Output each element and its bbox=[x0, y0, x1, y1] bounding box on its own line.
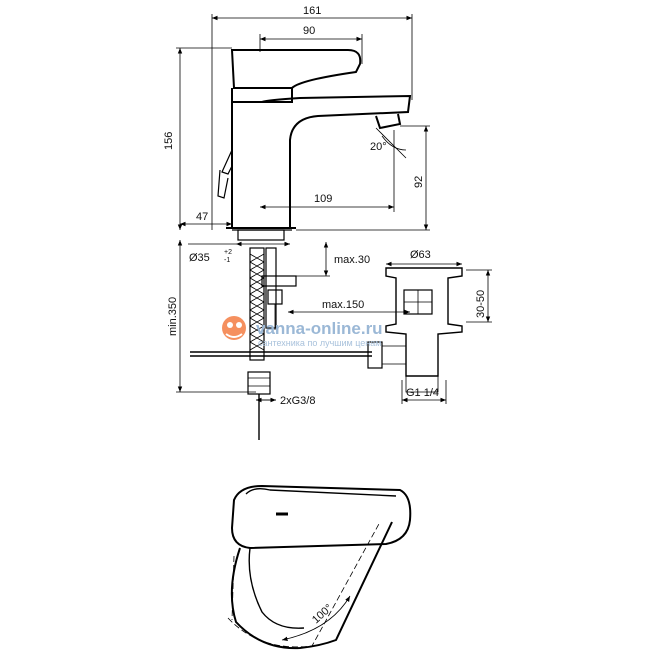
fixing-nut bbox=[261, 275, 297, 287]
dim-max-150: max.150 bbox=[322, 299, 364, 311]
dim-161: 161 bbox=[303, 5, 321, 17]
lever-angle-label: 100° bbox=[310, 602, 335, 626]
aerator bbox=[375, 113, 402, 130]
dim-min-350: min.350 bbox=[167, 297, 179, 336]
faucet-side-view bbox=[217, 49, 412, 241]
dim-hose-thread: 2xG3/8 bbox=[280, 395, 315, 407]
dimension-lines: 161 90 156 92 109 47 Ø35 +2 -1 max.30 bbox=[163, 5, 492, 407]
dim-156: 156 bbox=[163, 132, 175, 150]
waste-assembly bbox=[367, 267, 463, 393]
dim-hole-diameter: Ø35 bbox=[189, 252, 210, 264]
popup-rod bbox=[221, 149, 233, 175]
watermark-logo-icon bbox=[222, 316, 246, 340]
lever-swing-path bbox=[227, 521, 381, 648]
flex-hose bbox=[249, 247, 265, 361]
lever-handle bbox=[230, 49, 362, 89]
installation-parts bbox=[190, 247, 372, 440]
dim-92: 92 bbox=[413, 176, 425, 188]
spout-angle-label: 20° bbox=[370, 141, 387, 153]
hose-connector bbox=[247, 371, 271, 395]
base-plate bbox=[237, 229, 285, 241]
spout-angle: 20° bbox=[370, 127, 407, 159]
waste-overflow-port bbox=[367, 341, 383, 369]
dim-109: 109 bbox=[314, 193, 332, 205]
dim-90: 90 bbox=[303, 25, 315, 37]
dim-hole-tol-plus: +2 bbox=[224, 249, 232, 256]
popup-knob bbox=[217, 169, 229, 199]
dim-waste-thread: G1 1/4 bbox=[406, 387, 439, 399]
watermark: vanna-online.ru сантехника по лучшим цен… bbox=[222, 316, 383, 348]
top-lever bbox=[230, 484, 412, 550]
dim-hole-tol-minus: -1 bbox=[224, 257, 230, 264]
watermark-tagline: сантехника по лучшим ценам bbox=[258, 338, 381, 348]
waste-body bbox=[385, 267, 463, 377]
top-spout-outline bbox=[230, 521, 393, 650]
dim-max-30: max.30 bbox=[334, 254, 370, 266]
faucet-top-view: 100° bbox=[227, 484, 412, 650]
faucet-body bbox=[231, 94, 412, 229]
dim-waste-range: 30-50 bbox=[475, 290, 487, 318]
dim-waste-diameter: Ø63 bbox=[410, 249, 431, 261]
watermark-domain: vanna-online.ru bbox=[256, 319, 383, 338]
dim-47: 47 bbox=[196, 211, 208, 223]
